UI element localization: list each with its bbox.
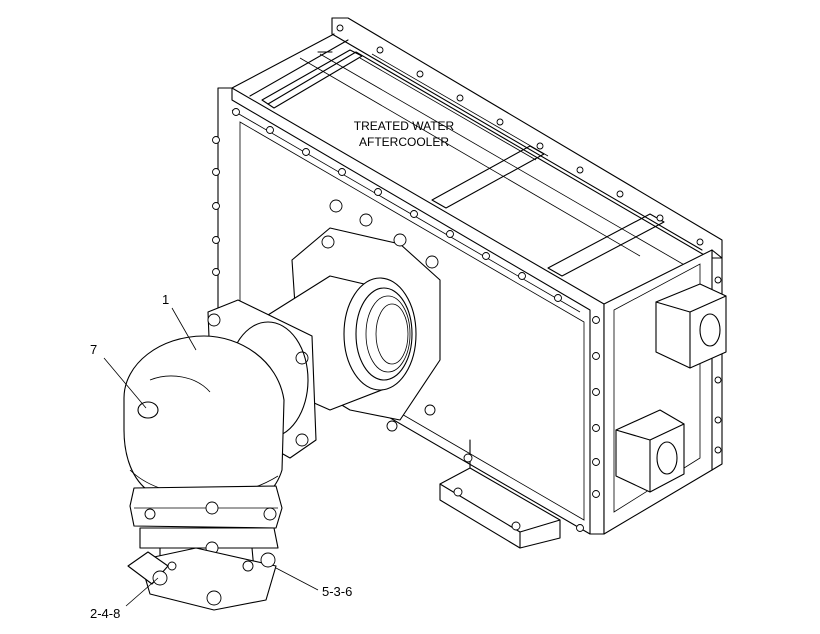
leader-lines — [103, 307, 319, 607]
bottom-cover — [127, 547, 277, 611]
leader-1 — [171, 307, 197, 351]
frame-bolts — [212, 24, 722, 532]
title-line-2: AFTERCOOLER — [359, 135, 449, 149]
lower-flange-stack — [129, 485, 283, 571]
adapter-tube — [259, 275, 417, 411]
callout-2-4-8: 2-4-8 — [90, 606, 120, 621]
callout-7: 7 — [90, 342, 97, 357]
callout-1: 1 — [162, 292, 169, 307]
leader-7 — [103, 357, 147, 409]
leader-5-3-6 — [275, 567, 319, 591]
callout-5-3-6: 5-3-6 — [322, 584, 352, 599]
elbow-part-1 — [123, 335, 285, 514]
leader-2-4-8 — [125, 577, 159, 607]
title-line-1: TREATED WATER — [354, 119, 455, 133]
